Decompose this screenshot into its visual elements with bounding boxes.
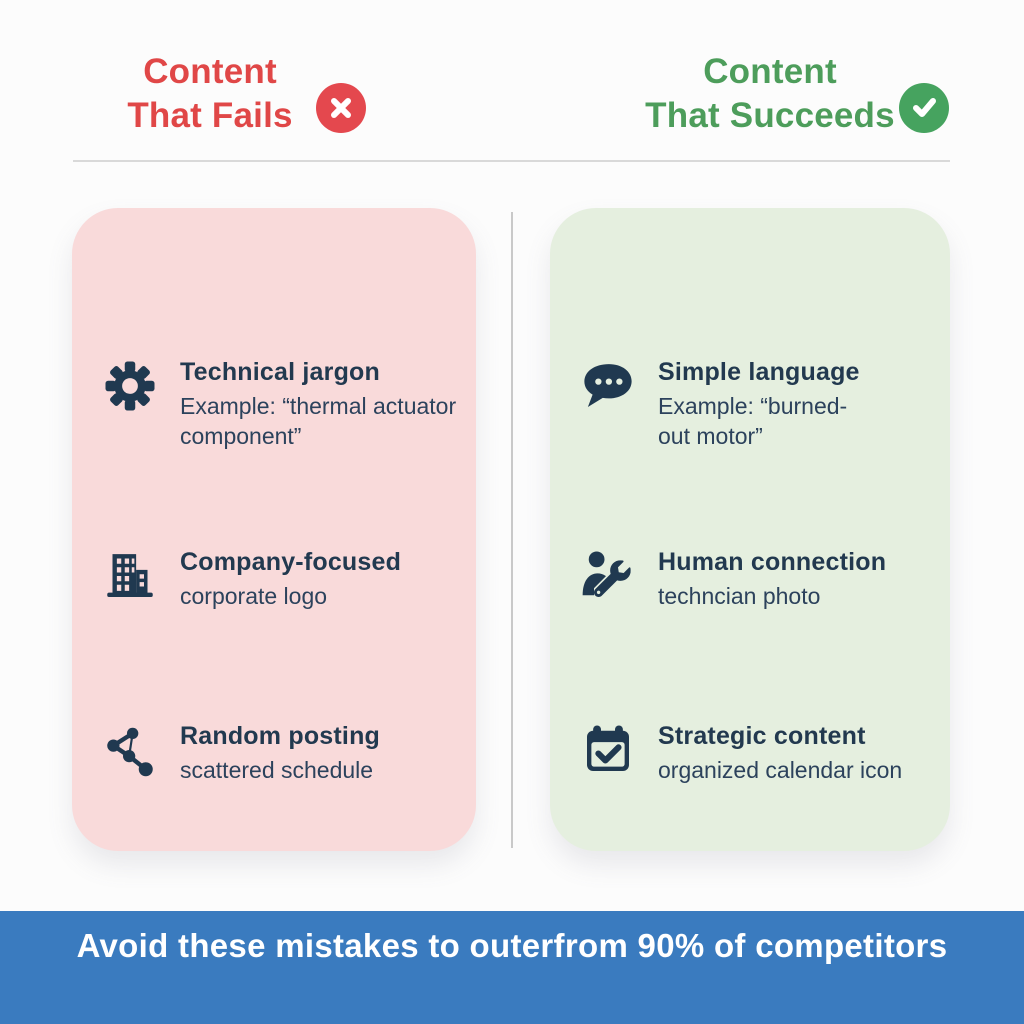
list-item-human-connection: Human connection techncian photo xyxy=(580,546,886,611)
item-desc: scattered schedule xyxy=(180,757,374,783)
item-title: Company-focused xyxy=(180,548,402,576)
item-desc: techncian photo xyxy=(658,583,821,609)
list-item-simple-language: Simple language Example: “burned-out mot… xyxy=(580,356,863,451)
technician-icon xyxy=(580,548,636,604)
gear-icon xyxy=(102,358,158,414)
fail-header: Content That Fails xyxy=(40,50,380,138)
header-divider xyxy=(73,160,950,162)
item-title: Strategic content xyxy=(658,722,866,750)
list-item-technical-jargon: Technical jargon Example: “thermal actua… xyxy=(102,356,468,451)
succeed-card: Simple language Example: “burned-out mot… xyxy=(550,208,950,851)
succeed-header: Content That Succeeds xyxy=(590,50,950,138)
fail-header-line1: Content xyxy=(143,52,277,91)
item-text: Simple language Example: “burned-out mot… xyxy=(658,356,863,451)
check-circle-icon xyxy=(899,83,949,133)
footer-text: Avoid these mistakes to outerfrom 90% of… xyxy=(76,927,948,964)
center-divider xyxy=(511,212,513,848)
fail-header-line2: That Fails xyxy=(127,96,293,135)
x-circle-icon xyxy=(316,83,366,133)
item-text: Technical jargon Example: “thermal actua… xyxy=(180,356,468,451)
item-desc: corporate logo xyxy=(180,583,328,609)
item-text: Random posting scattered schedule xyxy=(180,720,380,785)
list-item-strategic-content: Strategic content organized calendar ico… xyxy=(580,720,902,785)
list-item-company-focused: Company-focused corporate logo xyxy=(102,546,401,611)
building-icon xyxy=(102,548,158,604)
chat-bubble-icon xyxy=(580,358,636,414)
item-desc: organized calendar icon xyxy=(658,757,903,783)
succeed-header-line1: Content xyxy=(703,52,837,91)
item-text: Strategic content organized calendar ico… xyxy=(658,720,902,785)
list-item-random-posting: Random posting scattered schedule xyxy=(102,720,380,785)
footer-banner: Avoid these mistakes to outerfrom 90% of… xyxy=(0,911,1024,1024)
item-title: Random posting xyxy=(180,722,381,750)
item-text: Company-focused corporate logo xyxy=(180,546,401,611)
item-title: Simple language xyxy=(658,358,860,386)
fail-card: Technical jargon Example: “thermal actua… xyxy=(72,208,476,851)
item-desc: Example: “burned-out motor” xyxy=(658,393,848,449)
item-title: Technical jargon xyxy=(180,358,381,386)
succeed-header-line2: That Succeeds xyxy=(645,96,895,135)
calendar-check-icon xyxy=(580,722,636,778)
item-desc: Example: “thermal actuator component” xyxy=(180,393,457,449)
scatter-network-icon xyxy=(102,722,158,778)
item-text: Human connection techncian photo xyxy=(658,546,886,611)
item-title: Human connection xyxy=(658,548,887,576)
